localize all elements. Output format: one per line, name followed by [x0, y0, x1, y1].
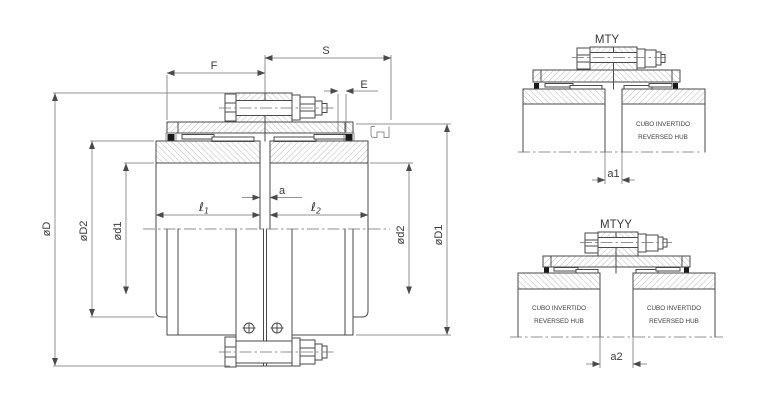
- sleeve-section: [166, 121, 354, 142]
- main-assembly-view: F S E a ℓ1 ℓ2: [41, 45, 451, 368]
- mty-hub-text-line1: CUBO INVERTIDO: [636, 121, 690, 128]
- mtyy-gear-teeth: [544, 267, 689, 274]
- sleeve-outline-right: [291, 228, 354, 336]
- bolt-washer: [291, 94, 301, 121]
- sleeve-outline-left: [166, 228, 237, 336]
- mty-sleeve: [532, 69, 681, 90]
- mty-title: MTY: [595, 34, 620, 46]
- l2-symbol: ℓ: [310, 200, 316, 214]
- dim-label-dia-D2: øD2: [78, 221, 90, 242]
- mty-top-bolt: [572, 46, 668, 71]
- dim-label-a: a: [279, 185, 286, 197]
- dimension-F: F: [166, 60, 266, 120]
- mtyy-left-hub-text-line1: CUBO INVERTIDO: [532, 305, 586, 312]
- dimension-S: S: [264, 45, 392, 120]
- mtyy-right-hub-text-line2: REVERSED HUB: [649, 318, 699, 325]
- bolt-hole-marker-icon: [270, 322, 284, 334]
- left-seal-icon: [544, 267, 549, 273]
- main-lower-exterior: [155, 228, 369, 368]
- dim-label-dia-D: øD: [41, 222, 53, 237]
- dim-label-S: S: [322, 45, 329, 57]
- dimension-l1: ℓ1: [155, 200, 261, 218]
- dim-label-F: F: [211, 60, 218, 72]
- gear-teeth: [181, 134, 347, 142]
- dim-label-l1: ℓ1: [198, 200, 209, 216]
- mty-view: MTY: [518, 34, 706, 184]
- mtyy-left-hub-text-line2: REVERSED HUB: [534, 318, 584, 325]
- mty-gear-teeth: [534, 83, 678, 90]
- mty-hub-text-line2: REVERSED HUB: [638, 134, 688, 141]
- dim-label-l2: ℓ2: [310, 200, 321, 216]
- main-upper-section: [155, 92, 369, 230]
- dim-label-dia-d2: ød2: [395, 226, 407, 245]
- dimension-a: a: [242, 185, 302, 201]
- mty-hubs: CUBO INVERTIDO REVERSED HUB: [522, 88, 706, 153]
- l1-symbol: ℓ: [198, 200, 204, 214]
- bottom-bolt: [219, 336, 336, 368]
- bolt-nut: [299, 96, 316, 119]
- dimension-dia-D: øD: [41, 92, 236, 367]
- hub-outline-left: [155, 228, 168, 318]
- dimension-dia-d2: ød2: [370, 162, 413, 295]
- dimension-l2: ℓ2: [269, 200, 369, 218]
- dimension-dia-d1: ød1: [112, 162, 154, 295]
- l2-subscript: 2: [316, 207, 321, 216]
- top-bolt: [219, 93, 336, 122]
- seal-profile-icon: [370, 126, 390, 138]
- dim-label-dia-d1: ød1: [112, 222, 124, 241]
- mtyy-top-bolt: [580, 231, 672, 257]
- dim-label-a1: a1: [607, 168, 619, 180]
- bolt-head: [224, 93, 237, 122]
- right-seal-icon: [345, 134, 353, 141]
- right-seal-icon: [684, 267, 689, 273]
- dim-label-a2: a2: [610, 351, 622, 363]
- mtyy-title: MTYY: [600, 219, 632, 231]
- hub-outline-right: [352, 228, 369, 318]
- right-seal-icon: [673, 83, 678, 89]
- mtyy-hubs: CUBO INVERTIDO REVERSED HUB CUBO INVERTI…: [517, 272, 716, 338]
- dimension-E: E: [324, 79, 378, 132]
- hub-sections: [155, 140, 369, 230]
- mtyy-sleeve: [542, 255, 691, 274]
- left-seal-icon: [167, 134, 175, 141]
- mtyy-view: MTYY: [510, 219, 723, 368]
- mtyy-dimension-a2: a2: [586, 337, 647, 368]
- dimension-dia-D1: øD1: [356, 123, 451, 336]
- mty-dimension-a1: a1: [592, 152, 635, 184]
- mtyy-right-hub-text-line1: CUBO INVERTIDO: [647, 305, 701, 312]
- bolt-hole-marker-icon: [242, 322, 256, 334]
- dim-label-E: E: [360, 79, 367, 91]
- dimension-dia-D2: øD2: [78, 140, 154, 318]
- l1-subscript: 1: [204, 207, 209, 216]
- dim-label-dia-D1: øD1: [433, 225, 445, 246]
- left-seal-icon: [534, 83, 539, 89]
